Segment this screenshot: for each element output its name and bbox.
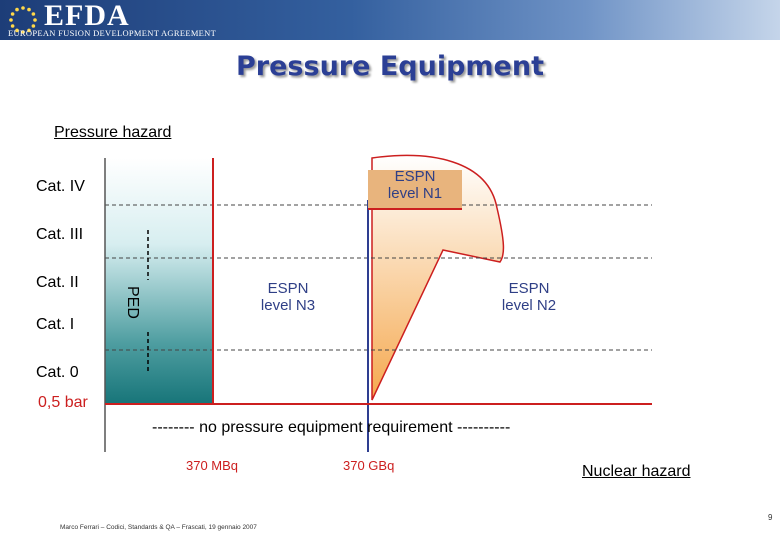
- espn-n1-line1: ESPN: [394, 168, 436, 185]
- espn-n1-label: ESPN level N1: [370, 168, 460, 202]
- espn-n3-line2: level N3: [260, 297, 316, 314]
- category-label: Cat. IV: [36, 178, 85, 195]
- star-dot: [21, 6, 25, 10]
- star-dot: [27, 7, 31, 12]
- category-label: Cat. I: [36, 316, 75, 333]
- star-dot: [33, 18, 37, 22]
- category-label: Cat. 0: [36, 364, 79, 381]
- espn-n1-line2: level N1: [387, 185, 443, 202]
- logo-text: EFDA: [44, 0, 130, 32]
- eu-stars-icon: [9, 6, 37, 34]
- ped-region: [105, 158, 213, 404]
- x-threshold-gbq: 370 GBq: [343, 458, 395, 473]
- star-dot: [15, 28, 19, 33]
- star-dot: [27, 28, 31, 33]
- star-dot: [31, 24, 36, 28]
- espn-n1-label-bg: [368, 170, 462, 210]
- star-dot: [10, 12, 15, 16]
- star-dot: [31, 12, 36, 16]
- footer-text: Marco Ferrari – Codici, Standards & QA –…: [60, 524, 257, 531]
- no-requirement-label: -------- no pressure equipment requireme…: [152, 419, 511, 436]
- logo-subtitle: EUROPEAN FUSION DEVELOPMENT AGREEMENT: [8, 28, 217, 38]
- y-axis-title: Pressure hazard: [54, 124, 172, 141]
- category-label: Cat. III: [36, 226, 84, 243]
- slide-title: Pressure Equipment: [236, 51, 544, 82]
- x-threshold-mbq: 370 MBq: [186, 458, 239, 473]
- star-dot: [21, 30, 25, 34]
- ped-label: PED: [124, 286, 141, 319]
- star-dot: [10, 24, 15, 28]
- espn-n2-line2: level N2: [501, 297, 557, 314]
- espn-n3-line1: ESPN: [267, 280, 309, 297]
- star-dot: [9, 18, 13, 22]
- pressure-threshold-label: 0,5 bar: [38, 394, 88, 411]
- espn-n2-line1: ESPN: [508, 280, 550, 297]
- espn-n1-region: [371, 154, 505, 401]
- header-bar: EFDA EUROPEAN FUSION DEVELOPMENT AGREEME…: [0, 0, 780, 40]
- x-axis-title: Nuclear hazard: [582, 463, 691, 480]
- star-dot: [15, 7, 19, 12]
- page-number: 9: [768, 513, 773, 522]
- espn-n2-label: ESPN level N2: [484, 280, 574, 314]
- category-label: Cat. II: [36, 274, 79, 291]
- espn-n3-label: ESPN level N3: [243, 280, 333, 314]
